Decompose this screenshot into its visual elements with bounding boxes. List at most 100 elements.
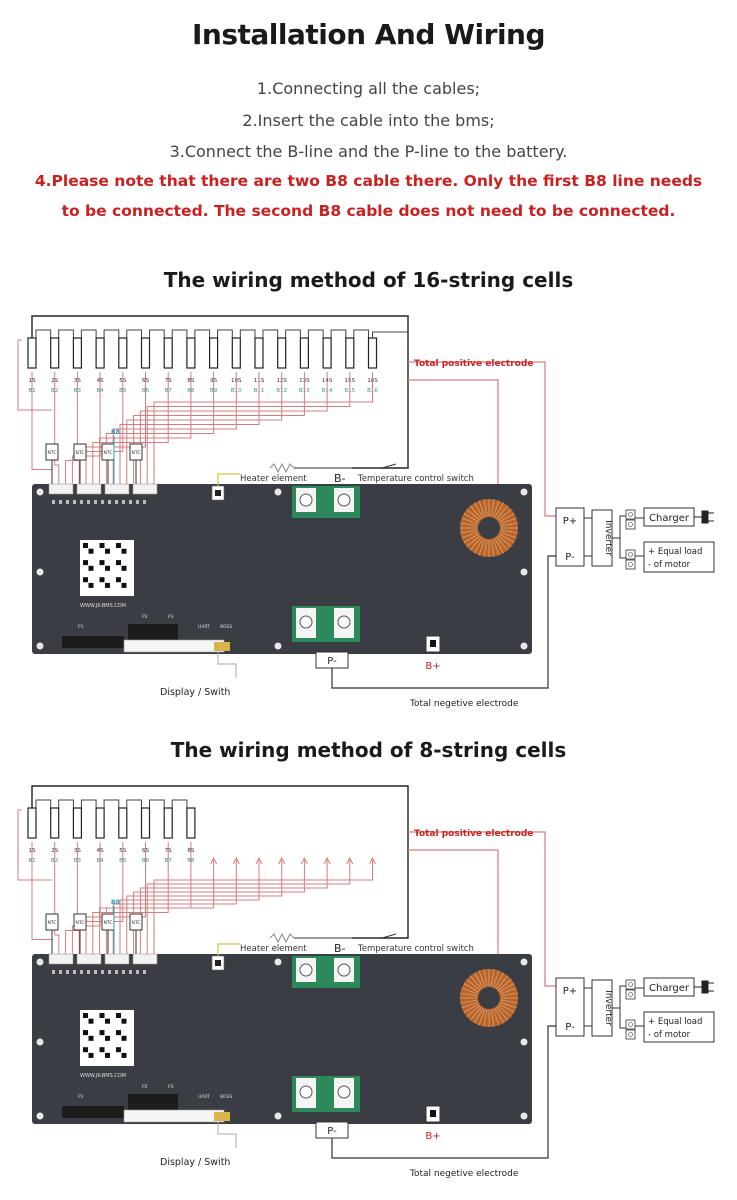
toroid-inductor <box>460 969 518 1027</box>
qr-module <box>88 1018 94 1024</box>
pin-label <box>122 970 125 974</box>
toroid-winding <box>497 535 512 547</box>
inverter-label: Inverter <box>603 520 613 556</box>
pin-label <box>136 970 139 974</box>
pin-label <box>87 500 90 504</box>
fuse-terminal <box>628 1022 633 1027</box>
mount-hole <box>520 1112 528 1120</box>
toroid-winding <box>500 999 518 1004</box>
balance-connector <box>48 953 74 965</box>
mount-hole <box>36 1038 44 1046</box>
battery-cell <box>140 807 151 839</box>
toroid-winding <box>500 531 517 539</box>
plug-icon <box>694 980 714 994</box>
pin-label <box>129 500 132 504</box>
qr-module <box>99 543 105 548</box>
terminal-bolt <box>299 615 313 629</box>
cell-interconnect <box>35 799 52 808</box>
fuse-block <box>625 1029 636 1040</box>
cell-interconnect <box>35 329 52 338</box>
battery-cell <box>186 337 196 369</box>
board-label: P1 <box>78 1094 84 1100</box>
balance-wire <box>99 372 192 484</box>
qr-module <box>105 1018 110 1024</box>
toroid-winding <box>500 1001 517 1009</box>
toroid-winding <box>494 1008 504 1024</box>
b8-marker: B8 <box>111 899 120 906</box>
b-plus-label: B+ <box>425 661 440 672</box>
battery-cell <box>345 337 355 369</box>
cell-interconnect <box>262 329 279 338</box>
battery-cell <box>72 807 83 839</box>
toroid-winding <box>460 999 478 1004</box>
balance-connector <box>48 483 74 495</box>
board-label: UART <box>198 1094 210 1100</box>
toroid-inductor <box>460 499 518 557</box>
pin-label <box>80 500 83 504</box>
qr-module <box>88 1035 94 1041</box>
pin-label <box>122 500 125 504</box>
pin-label <box>52 970 55 974</box>
website-label: WWW.JK-BMS.COM <box>80 603 126 609</box>
balance-wire <box>146 372 351 484</box>
page-title: Installation And Wiring <box>191 18 546 51</box>
qr-module <box>116 1030 121 1036</box>
balance-connector <box>104 953 130 965</box>
toroid-winding <box>490 969 495 987</box>
toroid-winding <box>499 533 515 543</box>
toroid-winding <box>470 505 482 520</box>
toroid-winding <box>483 1009 488 1027</box>
balance-wire <box>119 872 260 954</box>
pin-label <box>80 970 83 974</box>
display-connector <box>214 1112 230 1121</box>
warning-note-line-1: 4.Please note that there are two B8 cabl… <box>34 172 703 190</box>
ntc-label: NTC <box>132 450 141 456</box>
load-label-line-2: - of motor <box>648 1030 691 1040</box>
toroid-winding <box>483 499 488 517</box>
mount-hole <box>520 1038 528 1046</box>
terminal-bolt <box>337 493 351 507</box>
mount-hole <box>36 642 44 650</box>
fuse-block <box>625 559 636 570</box>
output-box <box>555 507 585 567</box>
balance-wire <box>17 339 52 411</box>
qr-module <box>121 1052 127 1058</box>
terminal-bolt <box>299 493 313 507</box>
ntc-label: NTC <box>132 920 141 926</box>
mount-hole <box>274 1112 282 1120</box>
terminal-bolt <box>299 963 313 977</box>
cell-interconnect <box>80 329 97 338</box>
inverter-out-wire <box>612 515 626 559</box>
balance-wire <box>119 372 260 484</box>
output-box <box>555 977 585 1037</box>
pin-label <box>87 970 90 974</box>
toroid-winding <box>466 979 481 991</box>
balance-wire <box>17 809 52 881</box>
pin-label <box>143 500 146 504</box>
qr-module <box>83 560 88 566</box>
toroid-winding <box>483 969 488 987</box>
qr-module <box>83 543 88 548</box>
toroid-winding <box>496 975 508 990</box>
battery-cell <box>367 337 378 369</box>
cell-interconnect <box>171 799 188 808</box>
battery-cell <box>163 807 173 839</box>
mount-hole <box>520 488 528 496</box>
battery-cell <box>118 337 128 369</box>
balance-connector <box>76 483 102 495</box>
battery-cell <box>231 337 241 369</box>
mount-hole <box>274 488 282 496</box>
toroid-core <box>478 987 500 1009</box>
qr-module <box>116 560 121 566</box>
p1-connector <box>62 636 124 648</box>
load-label-line-1: + Equal load <box>648 547 702 557</box>
balance-wire <box>126 372 283 484</box>
toroid-winding <box>494 972 504 988</box>
qr-module <box>99 577 105 583</box>
load-label-line-2: - of motor <box>648 560 691 570</box>
heater-label: Heater element <box>240 474 307 484</box>
plug-icon <box>694 510 714 524</box>
qr-module <box>99 560 105 566</box>
toroid-winding <box>478 539 486 556</box>
toroid-winding <box>461 987 478 995</box>
